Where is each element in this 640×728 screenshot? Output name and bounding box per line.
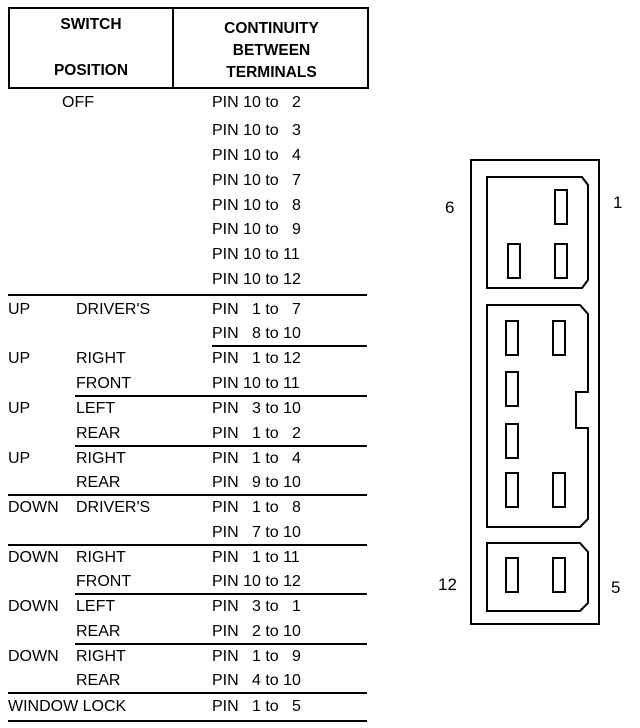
row-divider xyxy=(8,294,367,296)
window-position: RIGHT xyxy=(76,549,126,566)
connector-bottom-section xyxy=(486,542,589,612)
header-divider xyxy=(172,9,174,87)
switch-direction: WINDOW LOCK xyxy=(8,698,127,715)
switch-direction: UP xyxy=(8,400,31,417)
terminal-slots xyxy=(505,189,568,593)
continuity-pins: PIN 1 to 9 xyxy=(212,648,301,665)
row-divider xyxy=(8,494,367,496)
terminal-slot xyxy=(505,557,519,593)
terminal-slot xyxy=(554,243,568,279)
connector-label-1: 1 xyxy=(613,193,623,212)
window-position: FRONT xyxy=(76,573,132,590)
switch-direction: DOWN xyxy=(8,648,59,665)
continuity-pins: PIN 1 to 11 xyxy=(212,549,300,566)
terminal-slot xyxy=(505,423,519,459)
continuity-pins: PIN 2 to 10 xyxy=(212,623,301,640)
window-position: LEFT xyxy=(76,598,116,615)
terminal-slot xyxy=(552,472,566,508)
header-terminals: TERMINALS xyxy=(226,64,317,81)
terminal-slot xyxy=(505,320,519,356)
row-divider xyxy=(75,593,367,595)
off-pin-item: PIN 10 to 2 xyxy=(212,94,301,111)
continuity-pins: PIN 10 to 12 xyxy=(212,573,301,590)
off-pin-item: PIN 10 to 3 xyxy=(212,122,301,139)
connector-housing xyxy=(470,159,600,625)
window-position: LEFT xyxy=(76,400,116,417)
window-position: REAR xyxy=(76,672,121,689)
off-pin-item: PIN 10 to 7 xyxy=(212,172,301,189)
continuity-pins: PIN 8 to 10 xyxy=(212,325,301,342)
row-divider xyxy=(75,445,367,447)
window-position: DRIVER'S xyxy=(76,499,151,516)
continuity-pins: PIN 3 to 10 xyxy=(212,400,301,417)
terminal-slot xyxy=(505,371,519,407)
terminal-slot xyxy=(552,557,566,593)
off-label: OFF xyxy=(62,94,94,111)
continuity-pins: PIN 1 to 5 xyxy=(212,698,301,715)
continuity-pins: PIN 1 to 4 xyxy=(212,450,301,467)
terminal-slot xyxy=(507,243,521,279)
off-pin-item: PIN 10 to 12 xyxy=(212,271,301,288)
continuity-pins: PIN 1 to 2 xyxy=(212,425,301,442)
continuity-pins: PIN 9 to 10 xyxy=(212,474,301,491)
switch-direction: UP xyxy=(8,301,31,318)
table-header: SWITCH POSITION CONTINUITY BETWEEN TERMI… xyxy=(8,7,369,89)
window-position: DRIVER'S xyxy=(76,301,151,318)
window-position: RIGHT xyxy=(76,350,126,367)
connector-middle-section xyxy=(486,304,589,528)
off-pin-item: PIN 10 to 11 xyxy=(212,246,300,263)
header-between: BETWEEN xyxy=(232,42,311,59)
off-pin-item: PIN 10 to 9 xyxy=(212,221,301,238)
row-divider xyxy=(8,720,367,722)
connector-label-5: 5 xyxy=(611,578,621,597)
continuity-pins: PIN 1 to 8 xyxy=(212,499,301,516)
connector-outline xyxy=(470,159,600,625)
off-pin-item: PIN 10 to 4 xyxy=(212,147,301,164)
header-position: POSITION xyxy=(53,62,129,79)
continuity-pins: PIN 10 to 11 xyxy=(212,375,300,392)
off-pin-item: PIN 10 to 8 xyxy=(212,197,301,214)
connector-top-section xyxy=(486,176,589,289)
terminal-slot xyxy=(554,189,568,225)
window-position: RIGHT xyxy=(76,648,126,665)
terminal-slot xyxy=(505,472,519,508)
continuity-pins: PIN 7 to 10 xyxy=(212,524,301,541)
continuity-pins: PIN 3 to 1 xyxy=(212,598,301,615)
continuity-pins: PIN 1 to 7 xyxy=(212,301,301,318)
row-divider xyxy=(8,544,367,546)
continuity-pins: PIN 4 to 10 xyxy=(212,672,301,689)
window-position: FRONT xyxy=(76,375,132,392)
switch-direction: UP xyxy=(8,450,31,467)
row-divider xyxy=(212,345,367,347)
switch-direction: DOWN xyxy=(8,499,59,516)
window-position: RIGHT xyxy=(76,450,126,467)
window-position: REAR xyxy=(76,474,121,491)
window-position: REAR xyxy=(76,623,121,640)
connector-label-6: 6 xyxy=(445,198,455,217)
header-switch: SWITCH xyxy=(60,16,122,33)
row-divider xyxy=(8,692,367,694)
terminal-slot xyxy=(552,320,566,356)
switch-direction: DOWN xyxy=(8,598,59,615)
header-continuity: CONTINUITY xyxy=(224,20,319,37)
continuity-pins: PIN 1 to 12 xyxy=(212,350,301,367)
window-position: REAR xyxy=(76,425,121,442)
connector-label-12: 12 xyxy=(438,575,457,594)
row-divider xyxy=(75,643,367,645)
row-divider xyxy=(75,395,367,397)
switch-direction: UP xyxy=(8,350,31,367)
switch-direction: DOWN xyxy=(8,549,59,566)
